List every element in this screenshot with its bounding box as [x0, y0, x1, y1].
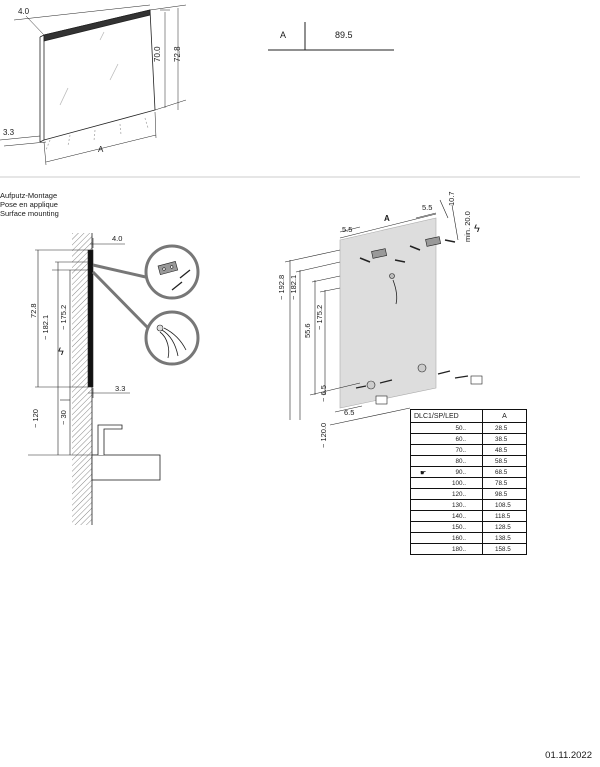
front-dim-120: ~ 120.0	[319, 423, 328, 448]
table-cell-model: 180..	[410, 543, 483, 555]
front-dim-a: A	[384, 214, 390, 223]
side-dim-175-2: ~ 175.2	[59, 305, 68, 330]
mounting-title-de: Aufputz-Montage	[0, 191, 58, 200]
top-table-header-a: A	[280, 30, 286, 40]
side-view	[28, 233, 200, 525]
table-cell-a: 108.5	[482, 499, 527, 511]
table-cell-model: ☛ 90..	[410, 466, 483, 478]
front-dim-5-5-left: 5.5	[342, 225, 352, 234]
table-row: 70..48.5	[410, 444, 527, 456]
mounting-title-fr: Pose en applique	[0, 200, 58, 209]
table-cell-a: 128.5	[482, 521, 527, 533]
table-row: 160..138.5	[410, 532, 527, 544]
table-cell-model: 50..	[410, 422, 483, 434]
side-dim-182-1: ~ 182.1	[41, 315, 50, 340]
mounting-title-en: Surface mounting	[0, 209, 59, 218]
table-cell-model: 120..	[410, 488, 483, 500]
front-dim-10-7: 10.7	[447, 191, 456, 206]
table-cell-a: 138.5	[482, 532, 527, 544]
iso-dim-depth-top: 4.0	[18, 7, 30, 16]
wall-hatch	[72, 233, 92, 525]
front-dim-182-1: ~ 182.1	[289, 275, 298, 300]
table-row: 130..108.5	[410, 499, 527, 511]
iso-dim-depth-bottom: 3.3	[3, 128, 15, 137]
iso-dim-a: A	[98, 145, 104, 154]
iso-dim-70: 70.0	[153, 46, 162, 62]
electric-symbol-side: ϟ	[58, 346, 64, 358]
table-cell-a: 38.5	[482, 433, 527, 445]
side-dim-72-8: 72.8	[29, 303, 38, 318]
table-row: 50..28.5	[410, 422, 527, 434]
front-dim-6-5-horizontal: 6.5	[344, 408, 354, 417]
iso-dim-72-8: 72.8	[173, 46, 182, 62]
table-row: ☛ 90.. 68.5	[410, 466, 527, 478]
size-table: DLC1/SP/LED A 50..28.5 60..38.5 70..48.5…	[410, 409, 527, 555]
table-row: 60..38.5	[410, 433, 527, 445]
table-row: 180..158.5	[410, 543, 527, 555]
mounting-title: Aufputz-Montage Pose en applique Surface…	[0, 191, 59, 218]
front-view	[284, 199, 483, 426]
front-dim-192-8: ~ 192.8	[277, 275, 286, 300]
table-cell-model: 130..	[410, 499, 483, 511]
mirror-front	[339, 217, 437, 409]
table-cell-model: 140..	[410, 510, 483, 522]
table-cell-model: 80..	[410, 455, 483, 467]
table-cell-a: 58.5	[482, 455, 527, 467]
table-cell-a: 98.5	[482, 488, 527, 500]
front-dim-min-20: min. 20.0	[463, 211, 472, 242]
table-cell-a: 48.5	[482, 444, 527, 456]
table-cell-model: 160..	[410, 532, 483, 544]
table-cell-a: 78.5	[482, 477, 527, 489]
table-cell-a: 28.5	[482, 422, 527, 434]
size-table-header-model: DLC1/SP/LED	[410, 409, 483, 423]
isometric-mirror-view	[0, 4, 187, 166]
side-dim-120: ~ 120	[31, 409, 40, 428]
electric-symbol-front: ϟ	[474, 223, 480, 235]
front-dim-5-5-right: 5.5	[422, 203, 432, 212]
table-row: 80..58.5	[410, 455, 527, 467]
table-cell-model: 150..	[410, 521, 483, 533]
faucet	[97, 424, 123, 455]
callout-cable	[144, 310, 200, 366]
table-cell-model: 60..	[410, 433, 483, 445]
front-dim-55-6: 55.6	[303, 323, 312, 338]
table-cell-a: 158.5	[482, 543, 527, 555]
size-table-header: DLC1/SP/LED A	[410, 409, 527, 423]
top-table-value: 89.5	[335, 30, 353, 40]
table-row: 150..128.5	[410, 521, 527, 533]
front-dim-6-5-vertical: ~ 6.5	[319, 385, 328, 402]
side-dim-30: ~ 30	[59, 410, 68, 425]
side-dim-4: 4.0	[112, 234, 122, 243]
size-table-header-a: A	[482, 409, 527, 423]
pointing-hand-icon: ☛	[420, 470, 427, 477]
table-cell-model-text: 90..	[455, 468, 466, 476]
table-row: 140..118.5	[410, 510, 527, 522]
mirror-outline	[43, 9, 156, 141]
side-dim-3-3: 3.3	[115, 384, 125, 393]
table-cell-model: 70..	[410, 444, 483, 456]
table-row: 120..98.5	[410, 488, 527, 500]
document-date: 01.11.2022	[545, 750, 592, 761]
led-strip	[43, 9, 151, 42]
basin	[91, 454, 161, 481]
table-cell-a: 68.5	[482, 466, 527, 478]
callout-bracket	[144, 244, 200, 300]
table-row: 100..78.5	[410, 477, 527, 489]
table-cell-a: 118.5	[482, 510, 527, 522]
front-dim-175-2: ~ 175.2	[315, 305, 324, 330]
mirror-side	[87, 249, 94, 388]
table-cell-model: 100..	[410, 477, 483, 489]
